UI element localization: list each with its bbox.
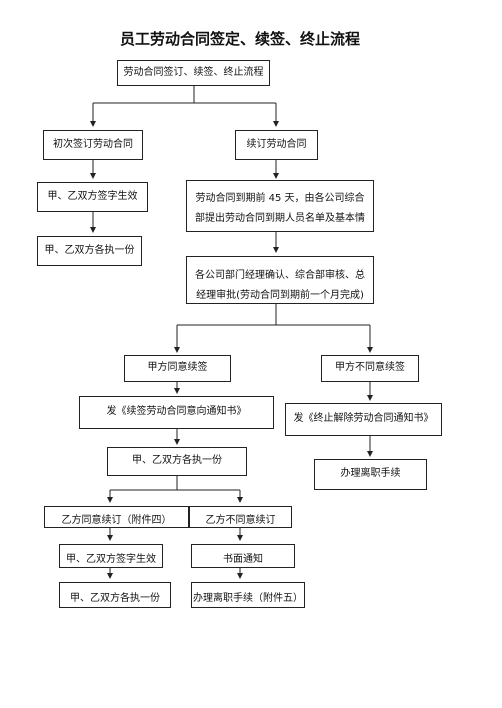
node-terminate-notice: 发《终止解除劳动合同通知书》 <box>285 403 442 436</box>
node-resign-procedure: 办理离职手续 <box>314 459 427 490</box>
node-both-hold-copy: 甲、乙双方各执一份 <box>37 236 142 266</box>
node-party-a-disagree: 甲方不同意续签 <box>321 355 419 382</box>
node-both-hold-copy-3: 甲、乙双方各执一份 <box>59 582 171 608</box>
node-written-notice: 书面通知 <box>191 544 295 568</box>
node-party-b-agree: 乙方同意续订（附件四） <box>44 506 189 528</box>
page-title: 员工劳动合同签定、续签、终止流程 <box>119 30 360 48</box>
node-renew-intent-notice: 发《续签劳动合同意向通知书》 <box>79 396 274 429</box>
node-renew: 续订劳动合同 <box>235 130 318 160</box>
node-both-sign-effective: 甲、乙双方签字生效 <box>37 182 148 212</box>
node-expiry-notice: 劳动合同到期前 45 天，由各公司综合部提出劳动合同到期人员名单及基本情 <box>186 180 374 232</box>
node-initial-sign: 初次签订劳动合同 <box>43 130 143 160</box>
node-party-a-agree: 甲方同意续签 <box>124 355 231 382</box>
node-top: 劳动合同签订、续签、终止流程 <box>117 60 270 86</box>
node-resign-procedure-2: 办理离职手续（附件五） <box>191 582 305 608</box>
node-both-sign-effective-2: 甲、乙双方签字生效 <box>59 544 163 568</box>
node-party-b-disagree: 乙方不同意续订 <box>189 506 292 528</box>
node-dept-confirm: 各公司部门经理确认、综合部审核、总经理审批(劳动合同到期前一个月完成) <box>186 256 374 304</box>
node-both-hold-copy-renew: 甲、乙双方各执一份 <box>107 447 247 476</box>
